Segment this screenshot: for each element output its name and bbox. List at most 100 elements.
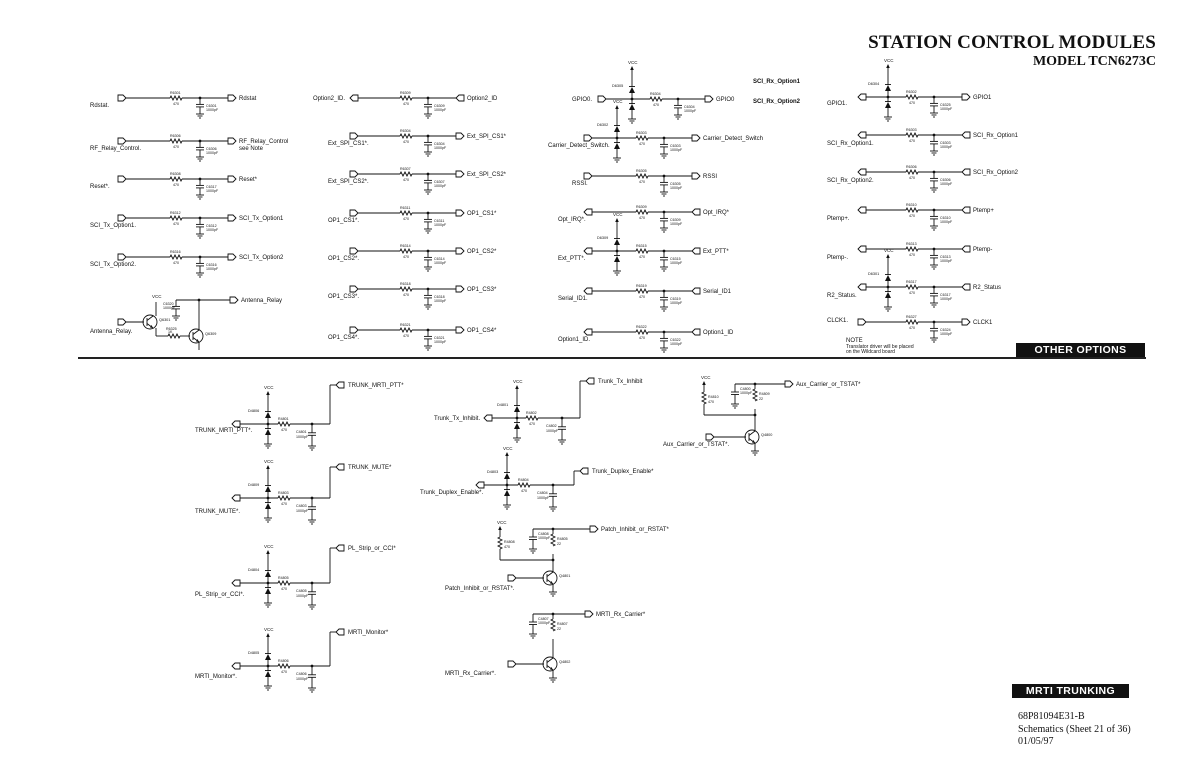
capacitor-value: 1000pF: [940, 107, 953, 111]
capacitor-symbol: [731, 384, 739, 409]
vcc-label: VCC: [264, 385, 274, 390]
input-signal-label: Carrier_Detect_Switch.: [548, 143, 610, 149]
capacitor-symbol: [196, 179, 204, 200]
resistor-designator: R6313: [906, 242, 917, 246]
transistor-output-circuit: Q4800R480922C48001000pFAux_Carrier_or_TS…: [663, 375, 861, 456]
resistor-designator: R4802: [526, 411, 537, 415]
ground-symbol: [264, 602, 272, 608]
vcc-arrow-icon: [266, 391, 270, 395]
resistor-symbol: [399, 247, 413, 255]
input-signal-label: OP1_CS1*.: [328, 218, 359, 224]
capacitor-symbol: [308, 666, 316, 693]
ground-symbol: [196, 194, 204, 200]
resistor-value: 470: [639, 180, 645, 184]
capacitor-designator: C6317: [206, 185, 217, 189]
port-connector: [227, 214, 237, 222]
resistor-symbol: [905, 318, 919, 326]
port-connector: [227, 253, 237, 261]
note-text: Translator driver will be placed: [846, 344, 914, 350]
output-signal-label: SCI_Rx_Option1: [973, 133, 1019, 139]
diode-icon: [514, 423, 520, 429]
ground-symbol: [660, 191, 668, 197]
port-connector: [455, 247, 465, 255]
resistor-symbol: [549, 533, 557, 547]
resistor-value: 470: [909, 139, 915, 143]
capacitor-value: 1000pF: [537, 496, 550, 500]
transistor-designator: Q4800: [761, 433, 772, 437]
resistor-symbol: [399, 170, 413, 178]
resistor-designator: R6317: [906, 280, 917, 284]
resistor-value: 470: [403, 178, 409, 182]
capacitor-value: 1000pF: [434, 184, 447, 188]
ground-symbol: [613, 270, 621, 276]
output-signal-label: Patch_Inhibit_or_RSTAT*: [601, 527, 669, 533]
capacitor-designator: C6321: [434, 336, 445, 340]
output-signal-label: OP1_CS4*: [467, 328, 497, 334]
capacitor-value: 1000pF: [670, 301, 683, 305]
output-signal-label: TRUNK_MRTI_PTT*: [348, 383, 404, 389]
capacitor-symbol: [308, 424, 316, 451]
npn-transistor: Q6301: [142, 314, 170, 330]
resistor-symbol: [169, 94, 183, 102]
input-signal-label: OP1_CS4*.: [328, 335, 359, 341]
capacitor-designator: C6309: [434, 104, 445, 108]
capacitor-value: 1000pF: [940, 182, 953, 186]
ground-symbol: [660, 347, 668, 353]
output-signal-label: Antenna_Relay: [241, 298, 282, 304]
ground-symbol: [529, 633, 537, 639]
resistor-symbol: [635, 328, 649, 336]
capacitor-symbol: [930, 210, 938, 231]
diode-icon: [614, 256, 620, 262]
diode-icon: [265, 486, 271, 492]
ground-symbol: [549, 506, 557, 512]
capacitor-symbol: [424, 174, 432, 195]
vcc-label: VCC: [884, 248, 894, 253]
diode-icon: [265, 588, 271, 594]
port-connector: [857, 206, 867, 214]
resistor-symbol: [399, 132, 413, 140]
resistor-designator: R6308: [170, 172, 181, 176]
port-connector: [583, 247, 593, 255]
capacitor-designator: C4807: [538, 617, 549, 621]
section-banner-other-options: OTHER OPTIONS: [1016, 343, 1145, 357]
capacitor-designator: C4808: [538, 532, 549, 536]
resistor-value: 470: [173, 222, 179, 226]
resistor-value: 470: [708, 400, 714, 404]
input-signal-label: Rdstat.: [90, 103, 109, 109]
junction-dot: [753, 413, 757, 417]
resistor-value: 470: [281, 428, 287, 432]
resistor-symbol: [635, 247, 649, 255]
diode-designator: D4805: [248, 651, 259, 655]
sci-rx-option1-header: SCI_Rx_Option1: [753, 79, 801, 85]
port-connector: [229, 296, 239, 304]
resistor-symbol: [905, 131, 919, 139]
ground-symbol: [503, 504, 511, 510]
resistor-symbol: [169, 175, 183, 183]
capacitor-symbol: [930, 97, 938, 118]
vcc-arrow-icon: [630, 66, 634, 70]
resistor-designator: R4809: [759, 392, 770, 396]
input-signal-label: TRUNK_MRTI_PTT*.: [195, 428, 253, 434]
input-signal-label: R2_Status.: [827, 293, 857, 299]
capacitor-designator: C6313: [940, 255, 951, 259]
vcc-label: VCC: [497, 520, 507, 525]
capacitor-designator: C6315: [670, 257, 681, 261]
ground-symbol: [424, 345, 432, 351]
resistor-designator: R6304: [650, 92, 661, 96]
capacitor-value: 1000pF: [670, 222, 683, 226]
resistor-symbol: [751, 388, 759, 402]
capacitor-designator: C4805: [296, 589, 307, 593]
capacitor-symbol: [424, 251, 432, 272]
resistor-value: 22: [557, 627, 561, 631]
capacitor-designator: C6309: [670, 218, 681, 222]
